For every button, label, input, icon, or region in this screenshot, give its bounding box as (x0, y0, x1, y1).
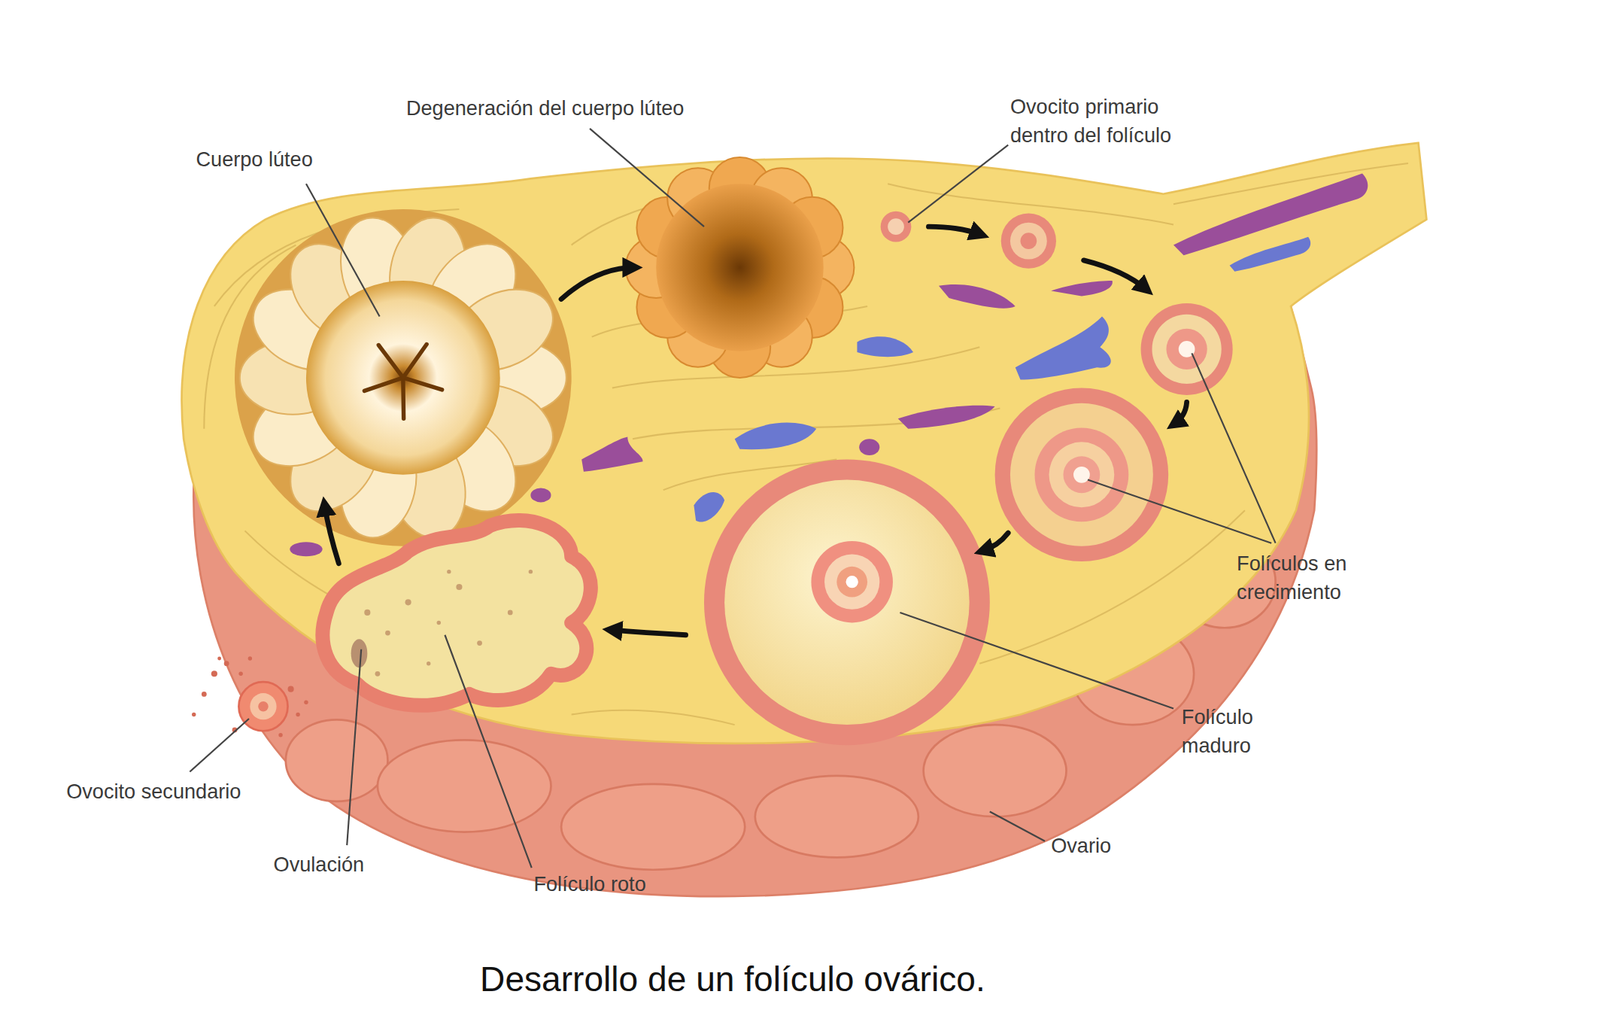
growing-follicle-3 (995, 387, 1169, 562)
luteal-scar (403, 377, 443, 390)
part-label: Ovulación (273, 850, 365, 879)
degenerating-core (655, 183, 823, 351)
cycle-arrows (324, 226, 1187, 635)
part-label: Folículos en crecimiento (1236, 549, 1380, 607)
primary-follicle (880, 211, 912, 243)
luteal-core (306, 280, 501, 475)
mature-follicle (704, 458, 990, 745)
part-label: Cuerpo lúteo (195, 145, 313, 174)
part-label: Folículo roto (533, 869, 646, 899)
secondary-oocyte (238, 681, 288, 731)
corpus-luteum (234, 209, 572, 547)
part-label: Folículo maduro (1181, 701, 1294, 760)
luteal-scar (364, 377, 403, 391)
part-label: Ovario (1050, 830, 1112, 860)
part-label: Ovocito secundario (66, 776, 241, 805)
ruptured-follicle (322, 520, 591, 706)
ovary-cut-surface (182, 142, 1427, 744)
ovulation-spray (191, 655, 309, 737)
stroma-fibres (203, 163, 1409, 725)
part-label: Ovocito primario dentro del folículo (1010, 91, 1215, 149)
luteal-scar (400, 377, 406, 419)
part-label: Degeneración del cuerpo lúteo (406, 94, 685, 123)
figure-caption: Desarrollo de un folículo ovárico. (479, 959, 986, 999)
degenerating-corpus-luteum (625, 157, 855, 378)
growing-follicle-2 (1141, 303, 1233, 395)
growing-follicle-1 (1001, 213, 1057, 269)
luteal-scar (403, 344, 427, 378)
leader-lines (189, 128, 1276, 868)
luteal-scar (378, 344, 404, 377)
